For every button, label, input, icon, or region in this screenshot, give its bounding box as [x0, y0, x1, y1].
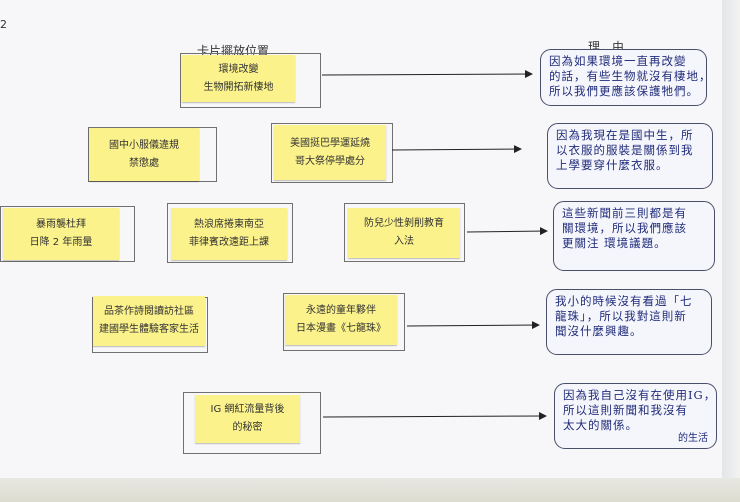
- card-line: 建國學生體驗客家生活: [99, 324, 199, 335]
- news-card: 國中小服儀違規 禁懲處: [89, 128, 199, 181]
- reason-note: 這些新聞前三則都是有 關環境，所以我們應該 更關注 環境議題。: [553, 201, 715, 271]
- news-card: IG 網紅流量背後 的秘密: [195, 395, 300, 443]
- placement-header: 卡片擺放位置: [197, 44, 270, 58]
- note-line: 所以這則新聞和我沒有: [563, 403, 688, 417]
- note-line: 更關注 環境議題。: [562, 236, 667, 250]
- note-line: 因為如果環境一直再改變: [549, 54, 687, 68]
- note-line: 以衣服的服裝是關係到我: [556, 143, 694, 157]
- arrow-line: [391, 145, 522, 154]
- table-surface: [0, 478, 740, 502]
- news-card: 美國挺巴學運延燒 哥大祭停學處分: [274, 125, 386, 180]
- note-line: 的話，有些生物就沒有棲地，: [549, 69, 712, 83]
- card-line: 哥大祭停學處分: [295, 155, 365, 167]
- card-line: 禁懲處: [129, 157, 159, 169]
- reason-note: 因為我現在是國中生，所 以衣服的服裝是關係到我 上學要穿什麼衣服。: [547, 123, 713, 189]
- card-line: 日本漫畫《七龍珠》: [296, 323, 386, 334]
- note-line: 這些新聞前三則都是有: [562, 206, 687, 220]
- note-line: 所以我們更應該保護牠們。: [549, 84, 699, 98]
- note-line: 因為我自己沒有在使用IG，: [563, 388, 717, 402]
- reason-note: 因為我自己沒有在使用IG， 所以這則新聞和我沒有 太大的關係。: [554, 383, 717, 449]
- card-line: IG 網紅流量背後: [210, 404, 285, 415]
- arrow-line: [321, 70, 533, 79]
- news-card: 永遠的童年夥伴 日本漫畫《七龍珠》: [285, 295, 397, 345]
- news-card: 防兒少性剝削教育 入法: [348, 208, 460, 258]
- card-line: 入法: [394, 236, 414, 247]
- news-card: 熱浪席捲東南亞 菲律賓改遠距上課: [171, 208, 287, 260]
- note-line: 龍珠」，所以我對這則新: [555, 309, 687, 323]
- card-slot: [344, 203, 465, 262]
- card-slot: [183, 392, 321, 454]
- reason-note: 我小的時候沒有看過「七 龍珠」，所以我對這則新 聞沒什麼興趣。: [546, 289, 712, 355]
- card-slot: [0, 206, 135, 262]
- card-slot: [167, 203, 293, 263]
- card-line: 的秘密: [232, 422, 263, 433]
- news-card: 品茶作詩閱讀訪社區 建國學生體驗客家生活: [93, 296, 205, 346]
- card-slot: [180, 53, 321, 108]
- note-line: 上學要穿什麼衣服。: [556, 158, 669, 172]
- paper-edge: [722, 0, 740, 502]
- card-line: 美國挺巴學運延燒: [290, 137, 370, 149]
- card-line: 暴雨襲杜拜: [36, 219, 86, 230]
- news-card: 環境改變 生物開拓新棲地: [182, 55, 295, 102]
- card-line: 品茶作詩閱讀訪社區: [104, 306, 194, 317]
- note-line: 聞沒什麼興趣。: [555, 324, 643, 338]
- card-slot: [271, 123, 393, 183]
- margin-number: 2: [0, 18, 7, 31]
- note-line: 因為我現在是國中生，所: [556, 128, 694, 142]
- arrow-line: [406, 321, 540, 330]
- reason-note: 因為如果環境一直再改變 的話，有些生物就沒有棲地， 所以我們更應該保護牠們。: [540, 49, 712, 106]
- news-card: 暴雨襲杜拜 日降 2 年雨量: [3, 208, 119, 260]
- card-line: 防兒少性剝削教育: [364, 218, 444, 229]
- card-slot: [88, 127, 217, 182]
- card-slot: [283, 293, 405, 351]
- note-line: 太大的關係。: [563, 418, 638, 432]
- note-line: 我小的時候沒有看過「七: [555, 294, 693, 308]
- card-line: 環境改變: [218, 63, 259, 75]
- card-line: 國中小服儀違規: [109, 139, 179, 151]
- arrow-line: [322, 412, 547, 421]
- card-line: 永遠的童年夥伴: [306, 305, 376, 316]
- note-line: 關環境，所以我們應該: [562, 221, 687, 235]
- card-line: 菲律賓改遠距上課: [189, 237, 269, 248]
- card-line: 熱浪席捲東南亞: [194, 219, 264, 230]
- arrow-line: [466, 227, 548, 236]
- card-line: 日降 2 年雨量: [29, 237, 93, 248]
- card-line: 生物開拓新棲地: [203, 81, 274, 93]
- note-aside-text: 的生活: [678, 433, 708, 444]
